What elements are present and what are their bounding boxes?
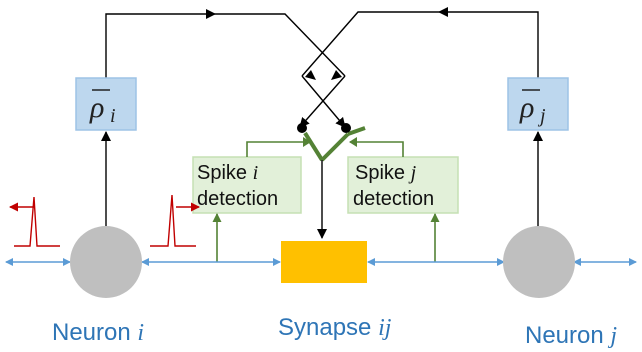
detector-i-var: i — [253, 162, 259, 184]
detector-i-prefix: Spike — [197, 162, 253, 184]
neuron-j — [503, 226, 575, 298]
gate-contact-left — [297, 123, 307, 133]
spike-icon-left — [9, 196, 60, 247]
rate-j-symbol: ρ — [519, 91, 534, 124]
label-neuron-j: Neuron j — [525, 322, 617, 349]
rate-box-j: ρ j — [507, 77, 569, 131]
svg-text:Spike j: Spike j — [355, 162, 417, 184]
detector-i-to-gate — [246, 141, 310, 157]
detector-i-line2: detection — [197, 188, 278, 210]
detector-j-prefix: Spike — [355, 162, 411, 184]
spike-icon-right — [150, 194, 200, 247]
feedback-paths — [105, 7, 539, 128]
rate-i-to-switch — [299, 75, 346, 128]
detector-j-to-gate — [350, 141, 404, 157]
label-neuron-j-var: j — [607, 323, 617, 349]
rate-j-subscript: j — [537, 105, 546, 127]
rate-j-to-switch — [301, 75, 346, 128]
svg-text:Spike i: Spike i — [197, 162, 258, 184]
cross-mid-left-arrowhead — [305, 70, 316, 80]
label-neuron-i: Neuron i — [52, 319, 144, 346]
rate-box-i: ρ i — [75, 77, 137, 131]
top-left-arrowhead — [206, 9, 216, 19]
rate-i-path — [105, 13, 346, 78]
gate — [297, 123, 366, 239]
detector-j-line2: detection — [353, 188, 434, 210]
rate-i-subscript: i — [110, 105, 116, 127]
neuron-i — [70, 226, 142, 298]
detector-j-var: j — [408, 162, 417, 184]
top-right-arrowhead — [438, 7, 448, 17]
green-wiring — [212, 137, 440, 262]
detector-j: Spike j detection — [347, 156, 459, 214]
synapse — [281, 241, 367, 283]
gate-contact-right — [341, 123, 351, 133]
detector-i: Spike i detection — [192, 156, 302, 214]
cross-mid-right-arrowhead — [331, 70, 342, 80]
rate-i-symbol: ρ — [89, 91, 104, 124]
label-neuron-i-var: i — [137, 320, 144, 346]
label-synapse-var: ij — [378, 315, 392, 341]
label-synapse: Synapse ij — [278, 314, 392, 341]
